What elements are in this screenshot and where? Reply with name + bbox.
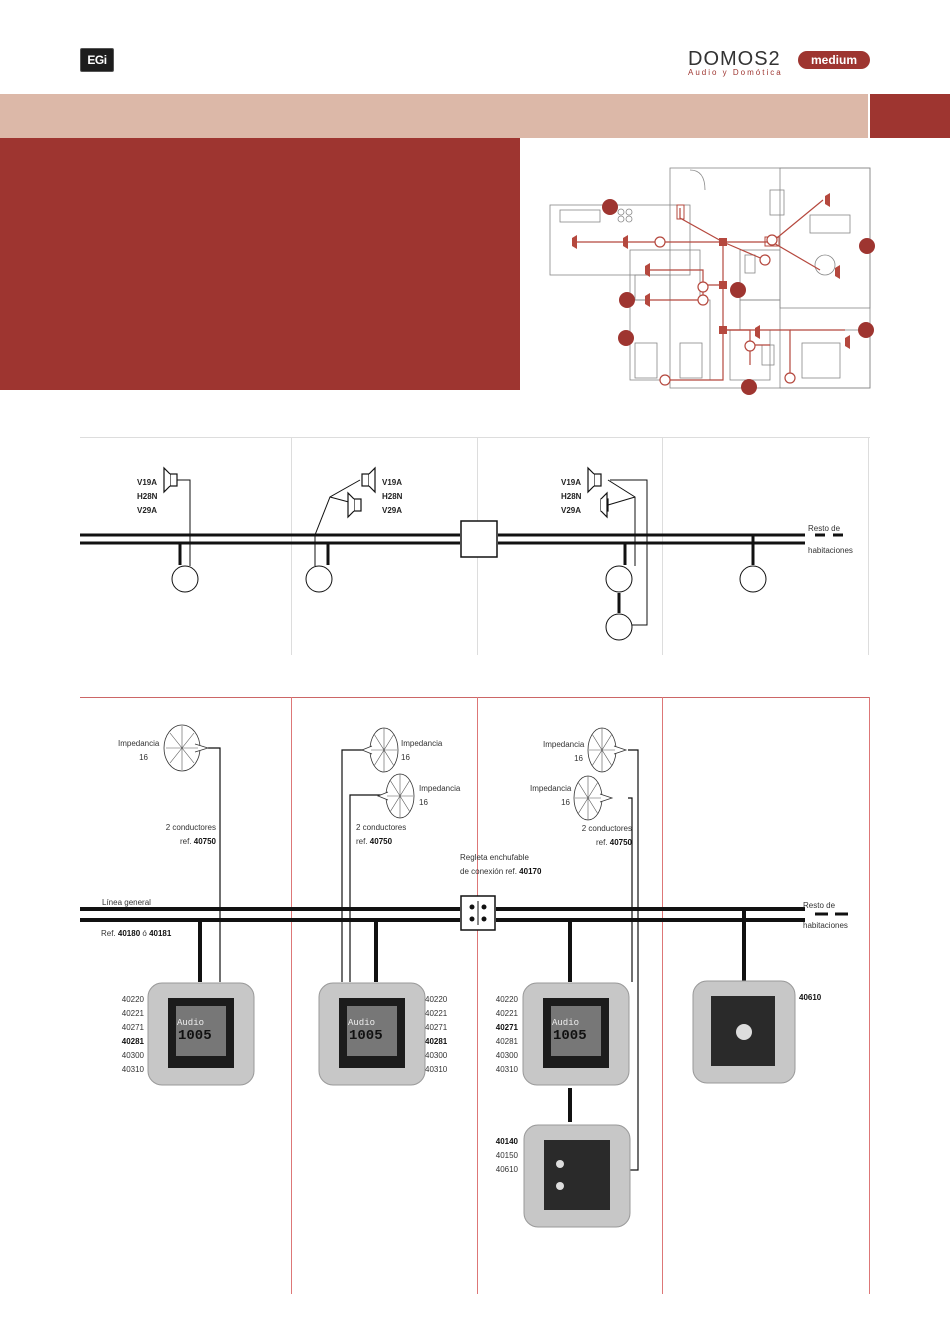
column-divider [868, 437, 869, 655]
column-divider [291, 697, 292, 1294]
display-2-top: Audio [348, 1018, 376, 1028]
cable-label-2: 2 conductores ref. 40750 [356, 823, 407, 846]
scheme1-wiring-diagram [80, 466, 843, 641]
display-panel-device-3 [522, 982, 630, 1086]
control-panel-device-4 [692, 980, 796, 1084]
column-divider [662, 697, 663, 1294]
cable-label-3: 2 conductores ref. 40750 [581, 824, 632, 847]
scheme2-top-rule [80, 697, 870, 698]
egi-logo: EGi [80, 48, 114, 72]
scheme2-wiring-diagram [80, 724, 848, 1171]
brand-name: DOMOS2 [688, 48, 781, 70]
display-2-main: 1005 [349, 1028, 383, 1044]
column-divider [662, 437, 663, 655]
display-3-main: 1005 [553, 1028, 587, 1044]
display-3-top: Audio [552, 1018, 580, 1028]
regleta-label: Regleta enchufable de conexión ref. 4017… [460, 853, 542, 876]
column-divider [477, 697, 478, 1294]
column-divider [869, 697, 870, 1294]
linea-general-label: Línea general [102, 898, 151, 907]
display-panel-device-1 [147, 982, 255, 1086]
header-band-tab [870, 94, 950, 138]
floor-plan-diagram [549, 167, 875, 395]
cable-label-1: 2 conductores ref. 40750 [165, 823, 216, 846]
display-panel-device-2 [318, 982, 426, 1086]
linea-general-ref: Ref. 40180 ó 40181 [101, 929, 172, 938]
brand-tagline: Audio y Domótica [688, 68, 783, 77]
domos2-brand-logo: DOMOS2 medium Audio y Domótica [688, 48, 878, 78]
device4-ref: 40610 [799, 993, 822, 1002]
display-1-top: Audio [177, 1018, 205, 1028]
brand-edition-badge: medium [798, 51, 870, 69]
header-band [0, 94, 868, 138]
display-1-main: 1005 [178, 1028, 212, 1044]
hero-panel [0, 138, 520, 390]
column-divider [291, 437, 292, 655]
scheme1-top-rule [80, 437, 870, 438]
tuner-panel-device-5 [523, 1124, 631, 1228]
